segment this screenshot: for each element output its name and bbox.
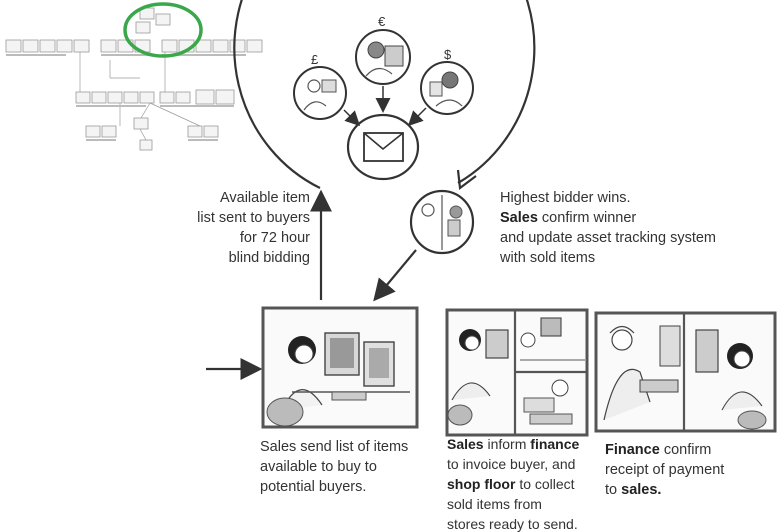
arrow-to-sales-frame: [373, 249, 417, 302]
sales-send-caption: Sales send list of items available to bu…: [260, 439, 409, 495]
finance-sales-bold: sales.: [621, 482, 662, 498]
bidding-loop-arc: [233, 0, 536, 189]
pound-symbol: £: [311, 52, 319, 67]
inform-caption: Sales inform finance to invoice buyer, a…: [447, 434, 602, 532]
inform-sales-bold: Sales: [447, 436, 484, 452]
loop-arrowhead: [456, 169, 477, 191]
finance-bold: Finance: [605, 442, 660, 458]
sales-frame: [261, 306, 419, 429]
inform-text-2: to invoice buyer, and: [447, 456, 576, 472]
dollar-symbol: $: [444, 47, 452, 62]
finance-frame: [594, 311, 777, 433]
buyer-dollar-node: [420, 61, 474, 115]
highest-bidder-node: [409, 189, 475, 255]
inform-shopfloor-bold: shop floor: [447, 476, 516, 492]
buyer-envelope-links: [343, 86, 427, 127]
finance-caption: Finance confirm receipt of payment to sa…: [605, 440, 775, 500]
sales-bold: Sales: [500, 210, 538, 226]
update-asset-text: and update asset tracking system with so…: [500, 230, 717, 266]
inform-frame: [445, 308, 589, 437]
confirm-winner-text: confirm winner: [537, 210, 637, 226]
buyer-pound-node: [293, 66, 347, 120]
highest-bidder-caption: Highest bidder wins. Sales confirm winne…: [500, 188, 770, 268]
inform-text-1: inform: [483, 436, 531, 452]
available-item-caption: Available item list sent to buyers for 7…: [197, 190, 310, 266]
buyer-euro-node: [355, 29, 411, 85]
overview-tiny-labels: [6, 54, 246, 141]
inform-text-3: to collect sold items from stores ready …: [447, 476, 578, 532]
email-envelope-node: [346, 113, 420, 181]
finance-text-1: confirm receipt of payment to: [605, 442, 725, 498]
euro-symbol: €: [378, 14, 386, 29]
inform-finance-bold: finance: [530, 436, 580, 452]
sales-confirm-line: Sales confirm winner: [500, 208, 770, 228]
highest-bidder-line: Highest bidder wins.: [500, 190, 631, 206]
current-position-highlight-ring: [123, 2, 203, 58]
